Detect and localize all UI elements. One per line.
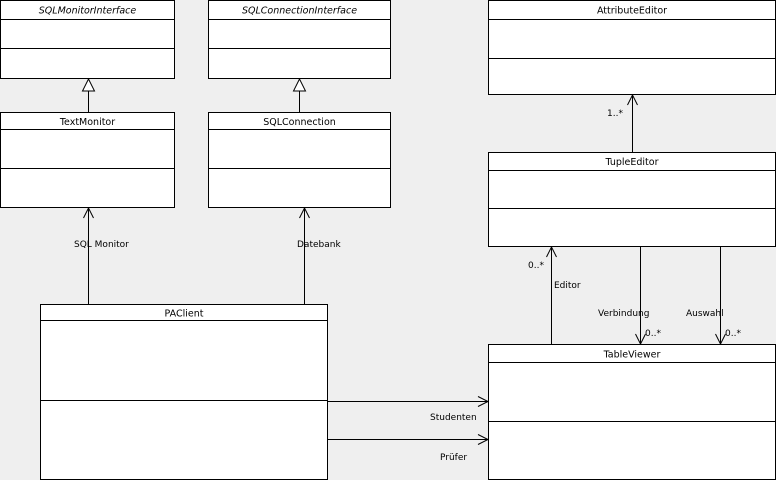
class-name: TextMonitor	[59, 117, 115, 128]
association-auswahl: Auswahl 0..*	[686, 247, 741, 346]
inheritance-triangle-icon	[81, 77, 96, 92]
association-label: Studenten	[430, 413, 477, 423]
association-sql-monitor: SQL Monitor	[74, 206, 129, 304]
association-attribute-editor: 1..*	[607, 93, 638, 152]
arrow-head-icon	[635, 333, 646, 346]
class-name: SQLMonitorInterface	[39, 6, 137, 17]
association-label: Datebank	[297, 240, 341, 250]
association-studenten: Studenten	[328, 396, 490, 423]
association-pruefer: Prüfer	[328, 434, 490, 463]
class-table-viewer[interactable]: TableViewer	[488, 344, 776, 480]
association-datebank: Datebank	[297, 206, 341, 304]
class-name: PAClient	[165, 309, 204, 320]
class-name: AttributeEditor	[597, 6, 667, 17]
class-pa-client[interactable]: PAClient	[40, 304, 328, 480]
arrow-head-icon	[477, 396, 490, 407]
class-sql-connection[interactable]: SQLConnection	[208, 112, 391, 208]
arrow-head-icon	[299, 206, 310, 219]
inheritance-triangle-icon	[292, 77, 307, 92]
class-tuple-editor[interactable]: TupleEditor	[488, 152, 776, 247]
multiplicity-label: 0..*	[645, 329, 661, 339]
class-sql-monitor-interface[interactable]: SQLMonitorInterface	[0, 0, 175, 79]
class-name: TableViewer	[603, 350, 661, 361]
class-name: TupleEditor	[604, 157, 658, 168]
class-sql-connection-interface[interactable]: SQLConnectionInterface	[208, 0, 391, 79]
arrow-head-icon	[477, 434, 490, 445]
multiplicity-label: 1..*	[607, 109, 623, 119]
association-label: Prüfer	[440, 453, 467, 463]
arrow-head-icon	[546, 245, 557, 258]
class-name: SQLConnection	[263, 117, 336, 128]
arrow-head-icon	[83, 206, 94, 219]
arrow-head-icon	[627, 93, 638, 106]
association-label: SQL Monitor	[74, 240, 129, 250]
multiplicity-label: 0..*	[528, 261, 544, 271]
association-editor: 0..* Editor	[528, 245, 581, 344]
generalization-sql-connection	[292, 77, 307, 112]
association-verbindung: Verbindung 0..*	[598, 247, 661, 346]
multiplicity-label: 0..*	[725, 329, 741, 339]
class-text-monitor[interactable]: TextMonitor	[0, 112, 175, 208]
association-label: Auswahl	[686, 309, 724, 319]
association-label: Editor	[554, 281, 581, 291]
class-attribute-editor[interactable]: AttributeEditor	[488, 0, 776, 95]
class-name: SQLConnectionInterface	[242, 6, 357, 17]
arrow-head-icon	[715, 333, 726, 346]
generalization-text-monitor	[81, 77, 96, 112]
association-label: Verbindung	[598, 309, 649, 319]
